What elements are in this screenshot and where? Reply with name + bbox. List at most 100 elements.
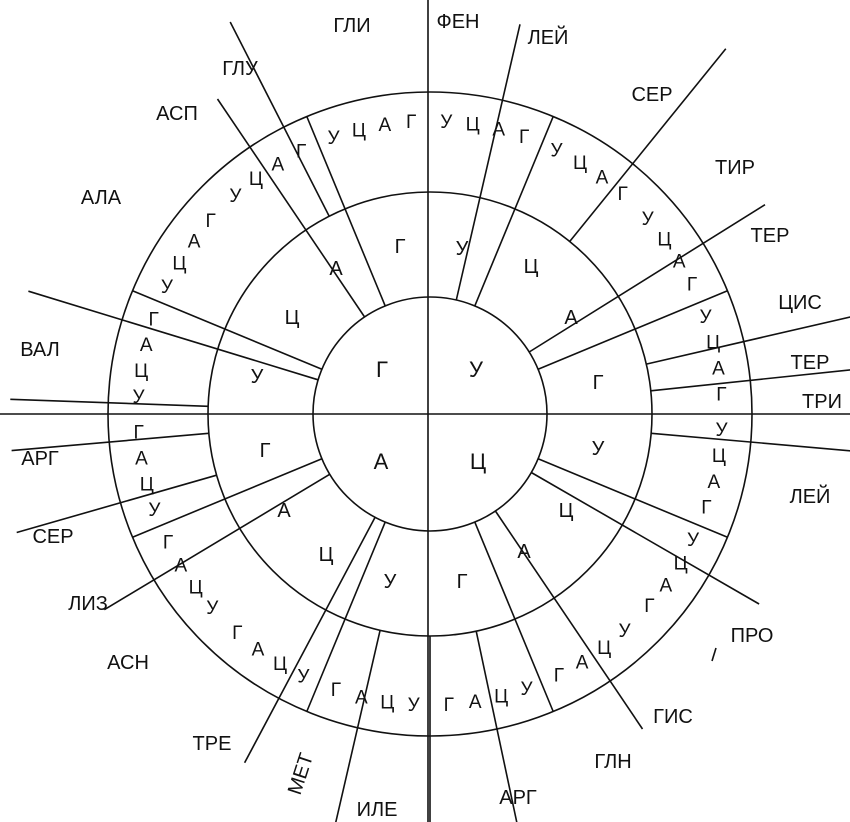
amino-acid-label: ЛЕЙ [528, 25, 569, 49]
second-base-letter: Г [395, 236, 406, 258]
second-base-letter: Г [593, 372, 604, 394]
amino-acid-label: ТИР [715, 157, 755, 179]
segment-divider [569, 48, 727, 243]
second-base-letter: А [277, 500, 291, 522]
third-base-letter: Ц [674, 554, 688, 575]
third-base-letter: Ц [352, 120, 366, 141]
third-base-letter: Ц [573, 153, 587, 174]
third-base-letter: А [355, 687, 368, 708]
amino-acid-label: МЕТ [284, 751, 318, 798]
third-base-letter: Г [163, 532, 173, 553]
third-base-letter: А [174, 556, 187, 577]
third-base-letter: А [707, 472, 720, 493]
third-base-letter: У [206, 598, 219, 619]
segment-divider [528, 204, 766, 353]
third-base-letter: Г [133, 422, 143, 443]
second-base-letter: У [384, 571, 397, 593]
segment-divider [28, 290, 319, 381]
amino-acid-label: ИЛЕ [357, 799, 398, 821]
amino-acid-label: ВАЛ [20, 339, 60, 361]
third-base-letter: А [188, 232, 201, 253]
inner-ring [312, 296, 548, 532]
third-base-letter: У [148, 500, 161, 521]
amino-acid-label: ГЛУ [222, 58, 258, 80]
third-base-letter: А [272, 154, 285, 175]
third-base-letter: А [140, 335, 153, 356]
second-base-letter: Ц [524, 256, 539, 278]
segment-divider [335, 630, 381, 822]
segment-divider [537, 458, 728, 538]
segment-divider [651, 432, 850, 452]
third-base-letter: Г [687, 275, 697, 296]
third-base-letter: Г [644, 596, 654, 617]
second-base-letter: Г [457, 571, 468, 593]
third-base-letter: Ц [172, 254, 186, 275]
third-base-letter: Г [519, 127, 529, 148]
third-base-letter: Г [205, 211, 215, 232]
amino-acid-label: СЕР [631, 84, 672, 106]
amino-acid-label: ТРЕ [193, 733, 232, 755]
third-base-letter: Ц [706, 332, 720, 353]
segment-divider [650, 369, 850, 392]
third-base-letter: Г [232, 623, 242, 644]
segment-divider [530, 471, 760, 605]
amino-acid-label: СЕР [32, 526, 73, 548]
second-base-letter: У [456, 238, 469, 260]
amino-acid-labels: ФЕНЛЕЙСЕРТИРТЕРЦИСТЕРТРИЛЕЙПРОГИСГЛНАРГИ… [20, 11, 842, 821]
third-base-letter: А [492, 120, 505, 141]
third-base-letter: Г [618, 184, 628, 205]
third-base-letter: Ц [466, 115, 480, 136]
third-base-letter: У [700, 307, 713, 328]
third-base-letter: У [551, 140, 564, 161]
third-base-letter: Ц [189, 578, 203, 599]
amino-acid-label: АРГ [21, 448, 59, 470]
third-base-letter: А [135, 449, 148, 470]
segment-divider [537, 290, 728, 370]
segment-divider [243, 516, 376, 764]
third-base-letter: Г [296, 142, 306, 163]
third-base-letter: Ц [249, 169, 263, 190]
third-base-letter: У [408, 695, 421, 716]
segment-divider [475, 630, 518, 822]
third-base-letter: А [252, 639, 265, 660]
segment-divider [229, 21, 330, 217]
amino-acid-label: ЦИС [778, 292, 822, 314]
segment-divider [10, 398, 209, 408]
second-base-letter: Ц [285, 307, 300, 329]
third-base-letter: У [619, 621, 632, 642]
third-base-letter: У [642, 209, 655, 230]
third-base-letter: Г [148, 309, 158, 330]
amino-acid-label: АСН [107, 652, 149, 674]
third-base-letter: У [161, 277, 174, 298]
third-base-letter: Г [554, 666, 564, 687]
segment-divider [474, 116, 554, 307]
third-base-letter: У [440, 112, 453, 133]
segment-divider [16, 474, 217, 534]
segment-divider [646, 316, 850, 365]
segment-divider [216, 98, 366, 318]
segment-divider [306, 116, 386, 307]
third-base-letter: А [576, 653, 589, 674]
third-base-letter: У [132, 387, 145, 408]
third-base-letter: У [687, 530, 700, 551]
third-base-letter: Ц [140, 475, 154, 496]
amino-acid-label: ПРО [731, 625, 774, 647]
third-base-letter: Г [444, 695, 454, 716]
label-tick [711, 647, 717, 662]
amino-acid-label: ГИС [653, 706, 693, 728]
second-base-letter: У [251, 366, 264, 388]
segment-divider [306, 521, 386, 712]
third-base-letter: Ц [273, 654, 287, 675]
third-base-letter: А [469, 692, 482, 713]
third-base-letter: А [673, 251, 686, 272]
second-base-ring: У Ц А Г У Ц А Г У Ц А Г У Ц А Г [251, 236, 605, 593]
third-base-letter: А [596, 168, 609, 189]
third-base-letter: Г [331, 680, 341, 701]
amino-acid-label: ФЕН [437, 11, 480, 33]
third-base-letter: Ц [597, 638, 611, 659]
third-base-letter: У [297, 667, 310, 688]
segment-divider [103, 473, 331, 611]
third-base-letter: Ц [657, 229, 671, 250]
third-base-letter: Г [701, 498, 711, 519]
